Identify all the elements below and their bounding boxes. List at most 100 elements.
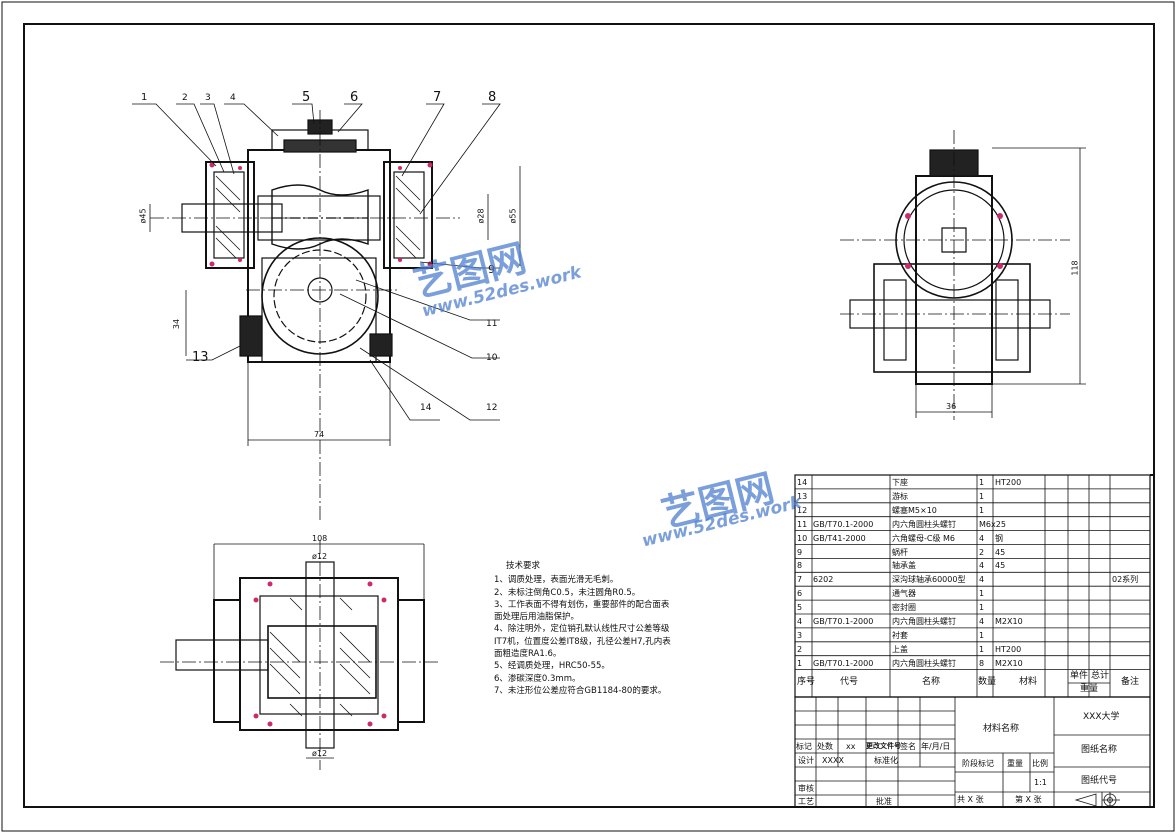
tb-change-doc: 更改文件号 <box>866 742 901 750</box>
bom-header-material: 材料 <box>1019 677 1038 687</box>
bom-cell-qty: 4 <box>979 617 985 626</box>
material-name: 材料名称 <box>983 724 1020 734</box>
dim-w74: 74 <box>314 430 325 439</box>
bom-cell-qty: 1 <box>979 478 985 487</box>
bom-cell-qty: 1 <box>979 603 985 613</box>
tech-note-line: 1、调质处理，表面光滑无毛刺。 <box>494 575 619 586</box>
dim-d28: ø28 <box>476 208 486 224</box>
bom-cell-qty: 2 <box>979 547 985 557</box>
tech-note-line: 7、未注形位公差应符合GB1184-80的要求。 <box>494 685 667 696</box>
balloon-5: 5 <box>302 90 311 105</box>
bom-cell-no: 3 <box>797 630 803 640</box>
tech-note-line: 3、工作表面不得有划伤，重要部件的配合面表 <box>494 599 670 610</box>
side-bolts <box>905 213 1003 269</box>
bom-cell-material: M2X10 <box>995 658 1023 668</box>
bom-cell-no: 11 <box>797 519 808 529</box>
bom-header-qty: 数量 <box>978 677 997 687</box>
balloon-9: 9 <box>488 263 495 276</box>
bom-header-weight: 重量 <box>1080 684 1099 694</box>
bom-cell-code: GB/T70.1-2000 <box>813 658 874 668</box>
balloon-2: 2 <box>182 93 188 103</box>
tb-stage-mark: 阶段标记 <box>962 759 994 768</box>
balloon-11: 11 <box>486 319 498 329</box>
bom-cell-name: 蜗杆 <box>892 547 908 557</box>
bom-cell-material: 钢 <box>995 533 1003 543</box>
bom-cell-no: 12 <box>797 505 808 515</box>
balloon-12: 12 <box>486 403 498 413</box>
tb-mark: 标记 <box>796 742 812 751</box>
bom-cell-code: GB/T41-2000 <box>813 533 866 543</box>
balloon-3: 3 <box>205 93 211 103</box>
bom-cell-qty: 1 <box>979 589 985 599</box>
dim-h118: 118 <box>1070 260 1080 276</box>
bom-cell-qty: 8 <box>979 658 985 668</box>
balloon-13: 13 <box>192 350 209 365</box>
tech-note-line: 面粗造度RA1.6。 <box>494 649 562 660</box>
tech-notes-title: 技术要求 <box>506 561 541 571</box>
bom-header-total: 总计 <box>1091 671 1110 681</box>
bom-cell-qty: 4 <box>979 561 985 571</box>
bom-cell-qty: 1 <box>979 491 985 501</box>
tech-note-line: IT7机，位置度公差IT8级，孔径公差H7,孔内表 <box>494 636 671 647</box>
bom-cell-no: 4 <box>797 617 803 626</box>
balloon-8: 8 <box>488 90 497 105</box>
tb-standardize: 标准化 <box>874 756 898 765</box>
tb-count: 处数 <box>817 742 833 751</box>
drawing-name: 图纸名称 <box>1081 745 1118 755</box>
bom-cell-material: HT200 <box>995 478 1022 487</box>
tb-scale: 比例 <box>1032 759 1048 768</box>
top-bolts <box>253 581 387 727</box>
tb-design: 设计 <box>798 756 814 765</box>
balloon-4: 4 <box>230 93 236 103</box>
bom-cell-qty: 1 <box>979 505 985 515</box>
front-bolts <box>209 162 433 267</box>
bom-cell-qty: M6x25 <box>979 519 1006 529</box>
bom-cell-note: 02系列 <box>1112 575 1139 585</box>
bom-cell-name: 密封圈 <box>892 603 916 613</box>
technical-requirements: 技术要求 1、调质处理，表面光滑无毛刺。 2、未标注倒角C0.5，未注圆角R0.… <box>494 560 671 697</box>
tb-xx: xx <box>846 742 856 751</box>
balloon-6: 6 <box>350 90 359 105</box>
tb-approve: 批准 <box>876 797 892 806</box>
bom-cell-no: 9 <box>797 547 803 557</box>
bom-cell-name: 通气器 <box>892 589 916 599</box>
dim-d45: ø45 <box>138 208 148 224</box>
bom-cell-no: 6 <box>797 589 803 599</box>
bom-cell-name: 下座 <box>892 478 908 487</box>
tb-scale-value: 1:1 <box>1034 778 1047 787</box>
bom-cell-code: GB/T70.1-2000 <box>813 519 874 529</box>
bom-cell-no: 10 <box>797 533 808 543</box>
bom-cell-name: 深沟球轴承60000型 <box>892 575 966 585</box>
bom-cell-name: 轴承盖 <box>892 561 916 571</box>
bom-cell-qty: 4 <box>979 533 985 543</box>
bom-cell-qty: 1 <box>979 630 985 640</box>
tb-sheet-no: 第 X 张 <box>1015 795 1042 804</box>
bom-cell-code: 6202 <box>813 575 834 585</box>
bom-cell-name: 内六角圆柱头螺钉 <box>892 519 956 529</box>
bom-cell-material: HT200 <box>995 644 1022 654</box>
dim-w36: 36 <box>946 402 957 411</box>
dim-d55: ø55 <box>508 208 518 224</box>
tb-review: 审核 <box>798 784 814 793</box>
balloon-1: 1 <box>141 92 148 103</box>
dim-w108: 108 <box>312 534 328 543</box>
bom-cell-material: 45 <box>995 561 1006 571</box>
bom-cell-qty: 4 <box>979 575 985 585</box>
dim-h34: 34 <box>172 318 182 330</box>
front-view <box>150 110 460 520</box>
balloon-10: 10 <box>486 353 498 363</box>
university-name: XXX大学 <box>1083 712 1120 722</box>
inner-frame <box>23 23 1155 808</box>
side-view <box>840 130 1086 420</box>
tb-weight: 重量 <box>1007 759 1023 768</box>
bom-cell-code: GB/T70.1-2000 <box>813 617 874 626</box>
balloon-14: 14 <box>420 403 432 413</box>
title-block-grid <box>794 696 1151 808</box>
bom-cell-no: 13 <box>797 491 808 501</box>
tb-sheets-total: 共 X 张 <box>957 795 984 804</box>
tech-note-line: 6、渗碳深度0.3mm。 <box>494 673 581 684</box>
bom-cell-name: 六角螺母-C级 M6 <box>892 533 956 543</box>
bom-header-no: 序号 <box>797 677 816 687</box>
